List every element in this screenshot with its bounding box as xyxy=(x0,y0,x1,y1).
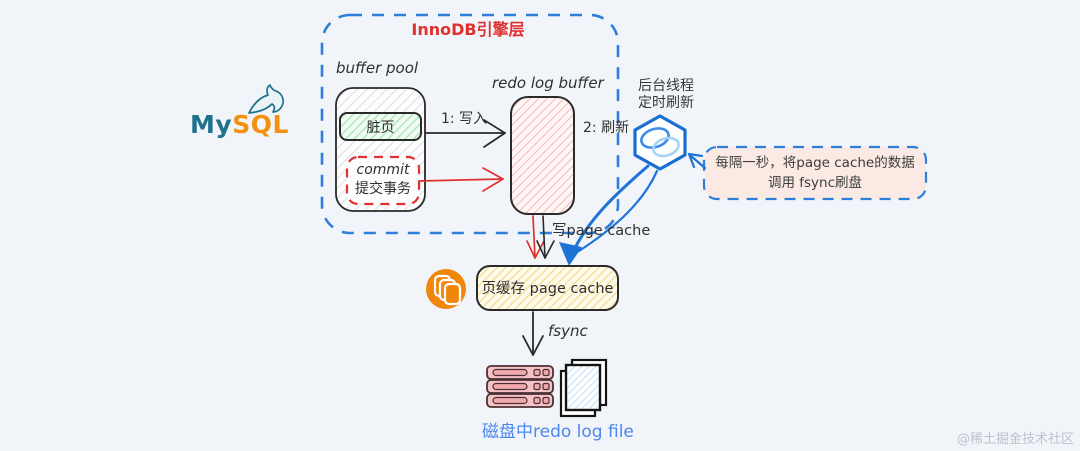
step1-write-label: 1: 写入 xyxy=(441,111,488,127)
mysql-logo-my: My xyxy=(190,110,233,139)
redo-log-buffer-label: redo log buffer xyxy=(492,74,604,92)
note-text-line1: 每隔一秒，将page cache的数据 xyxy=(715,155,915,171)
commit-write-arrow xyxy=(418,167,504,192)
commit-label-zh: 提交事务 xyxy=(355,181,411,197)
disk-redo-log-file-label: 磁盘中redo log file xyxy=(482,422,634,442)
background-thread-label: 后台线程 定时刷新 xyxy=(623,78,709,112)
background-thread-label-line2: 定时刷新 xyxy=(638,95,694,111)
dirty-page-box xyxy=(339,112,422,141)
mysql-logo: MySQL xyxy=(190,110,289,139)
write-page-cache-label: 写page cache xyxy=(552,223,651,239)
note-pointer-arrow xyxy=(687,152,707,170)
dirty-page-label: 脏页 xyxy=(366,120,395,136)
write-arrow xyxy=(425,119,506,148)
commit-label-en: commit xyxy=(356,162,410,178)
note-box xyxy=(702,145,928,201)
redo-log-buffer-box xyxy=(510,96,575,215)
watermark: @稀土掘金技术社区 xyxy=(956,432,1074,447)
sync-rings-hexagon-icon xyxy=(633,114,687,171)
page-cache-box xyxy=(476,265,619,311)
buffer-pool-label: buffer pool xyxy=(336,59,419,77)
step2-flush-label: 2: 刷新 xyxy=(583,120,630,136)
redo-flush-arrow-black xyxy=(536,215,555,259)
mysql-logo-sql: SQL xyxy=(232,110,289,139)
fsync-arrow xyxy=(522,311,544,356)
commit-transaction-box xyxy=(345,155,421,206)
dolphin-icon xyxy=(248,84,285,114)
note-text-line2: 调用 fsync刷盘 xyxy=(767,175,863,191)
innodb-layer-boundary xyxy=(320,13,620,235)
server-stack-icon xyxy=(486,365,554,408)
commit-transaction-label: commit 提交事务 xyxy=(347,161,419,199)
redo-flush-arrow-red xyxy=(526,215,545,259)
fsync-label: fsync xyxy=(548,322,588,340)
background-thread-label-line1: 后台线程 xyxy=(638,78,694,94)
stacked-pages-icon xyxy=(426,269,466,309)
note-text: 每隔一秒，将page cache的数据 调用 fsync刷盘 xyxy=(709,153,921,193)
background-thread-flush-arrow xyxy=(559,164,659,266)
stacked-files-icon xyxy=(559,358,608,418)
page-cache-label: 页缓存 page cache xyxy=(481,281,614,297)
innodb-layer-title: InnoDB引擎层 xyxy=(411,20,525,39)
